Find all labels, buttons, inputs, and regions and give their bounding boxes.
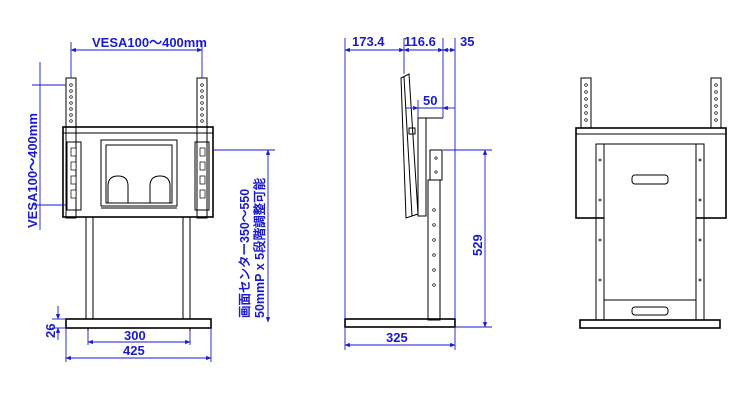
rear-view (575, 77, 727, 329)
vesa-horizontal-label: VESA100～400mm (92, 35, 207, 50)
side-dim-front: 173.4 (352, 34, 385, 49)
side-view: 173.4 116.6 35 50 529 325 (344, 34, 492, 350)
vesa-vertical-label: VESA100～400mm (25, 113, 40, 228)
plate-slots (70, 147, 206, 199)
height-adjust-line1: 画面センター350～550 (237, 189, 252, 318)
side-dim-depth: 325 (386, 330, 408, 345)
side-dim-height: 529 (470, 234, 485, 256)
side-dim-mid: 116.6 (404, 34, 436, 49)
height-adjust-line2: 50mmP x 5段階調整可能 (252, 177, 267, 318)
inner-width-label: 300 (124, 328, 146, 343)
base-height-label: 26 (43, 324, 58, 338)
base-width-label: 425 (123, 343, 145, 358)
side-dim-rear: 35 (460, 34, 474, 49)
rail-holes (69, 83, 204, 123)
side-dim-offset: 50 (423, 93, 437, 108)
front-view: VESA100～400mm VESA100～400mm 画面センター350～55… (25, 35, 275, 362)
